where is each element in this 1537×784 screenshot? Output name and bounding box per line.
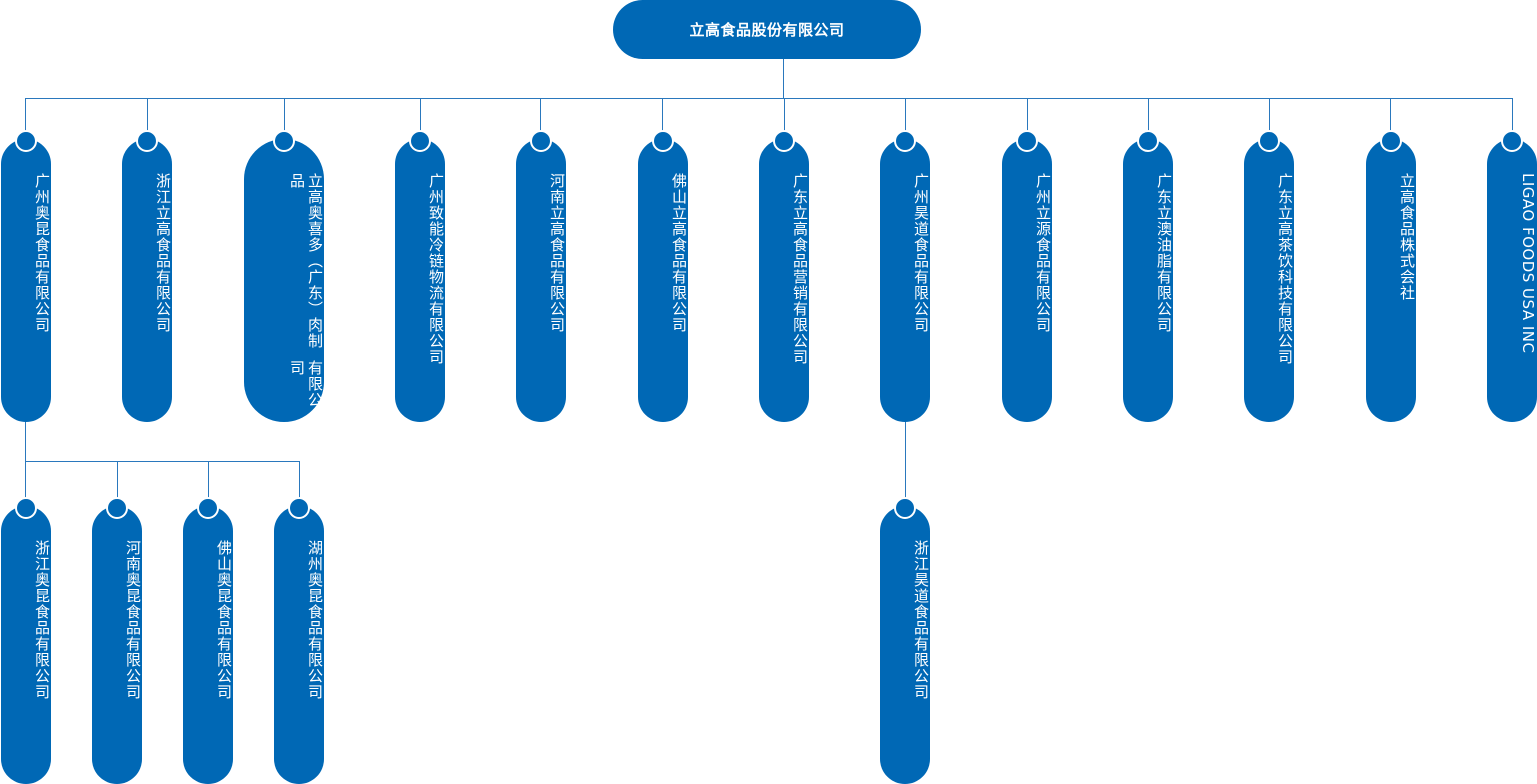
subsidiary-label: LIGAO FOODS USA INC	[1519, 173, 1537, 354]
subsidiary-node[interactable]: 广东立澳油脂有限公司	[1123, 130, 1173, 422]
connector-drop	[1148, 98, 1149, 140]
subsidiary-node[interactable]: 广州立源食品有限公司	[1002, 130, 1052, 422]
subsidiary-label: 广州致能冷链物流有限公司	[427, 173, 445, 365]
node-connector-dot	[1501, 130, 1523, 152]
subsidiary-label: 立高奥喜多（广东）肉制品 有限公司	[244, 173, 324, 422]
subsidiary-node[interactable]: 立高奥喜多（广东）肉制品 有限公司	[244, 130, 324, 422]
subsidiary-node[interactable]: 广州昊道食品有限公司	[880, 130, 930, 422]
subsidiary-node[interactable]: LIGAO FOODS USA INC	[1487, 130, 1537, 422]
connector-drop	[784, 98, 785, 140]
subsidiary-node[interactable]: 广州奥昆食品有限公司	[1, 130, 51, 422]
node-connector-dot	[894, 130, 916, 152]
sub-subsidiary-label: 河南奥昆食品有限公司	[124, 540, 142, 700]
connector-drop	[1390, 98, 1391, 140]
sub-subsidiary-label: 佛山奥昆食品有限公司	[215, 540, 233, 700]
connector-drop	[905, 98, 906, 140]
sub-subsidiary-node[interactable]: 浙江奥昆食品有限公司	[1, 497, 51, 784]
sub-subsidiary-node[interactable]: 佛山奥昆食品有限公司	[183, 497, 233, 784]
sub-subsidiary-node[interactable]: 浙江昊道食品有限公司	[880, 497, 930, 784]
node-connector-dot	[530, 130, 552, 152]
connector-aokun-down	[25, 420, 26, 506]
subsidiary-label: 广州昊道食品有限公司	[912, 173, 930, 333]
node-connector-dot	[1137, 130, 1159, 152]
subsidiary-node[interactable]: 河南立高食品有限公司	[516, 130, 566, 422]
connector-drop	[284, 98, 285, 140]
sub-subsidiary-label: 浙江昊道食品有限公司	[912, 540, 930, 700]
node-connector-dot	[197, 497, 219, 519]
subsidiary-label: 广州奥昆食品有限公司	[33, 173, 51, 333]
subsidiary-label: 广东立高茶饮科技有限公司	[1276, 173, 1294, 365]
root-company-node[interactable]: 立高食品股份有限公司	[613, 0, 921, 59]
sub-subsidiary-label: 湖州奥昆食品有限公司	[306, 540, 324, 700]
root-company-label: 立高食品股份有限公司	[689, 21, 845, 39]
sub-subsidiary-node[interactable]: 湖州奥昆食品有限公司	[274, 497, 324, 784]
node-connector-dot	[894, 497, 916, 519]
subsidiary-label-line: 有限公司	[288, 359, 324, 408]
connector-drop	[1269, 98, 1270, 140]
connector-drop	[25, 98, 26, 140]
connector-root-down	[783, 59, 784, 99]
subsidiary-label: 河南立高食品有限公司	[548, 173, 566, 333]
subsidiary-node[interactable]: 广州致能冷链物流有限公司	[395, 130, 445, 422]
connector-aokun-bus	[25, 461, 300, 462]
node-connector-dot	[1380, 130, 1402, 152]
connector-drop	[1027, 98, 1028, 140]
connector-drop	[540, 98, 541, 140]
subsidiary-label: 浙江立高食品有限公司	[154, 173, 172, 333]
node-connector-dot	[106, 497, 128, 519]
subsidiary-label: 广东立高食品营销有限公司	[791, 173, 809, 365]
sub-subsidiary-node[interactable]: 河南奥昆食品有限公司	[92, 497, 142, 784]
node-connector-dot	[15, 130, 37, 152]
subsidiary-node[interactable]: 浙江立高食品有限公司	[122, 130, 172, 422]
subsidiary-label-line: 立高奥喜多（广东）肉制品	[288, 173, 324, 349]
subsidiary-node[interactable]: 广东立高茶饮科技有限公司	[1244, 130, 1294, 422]
subsidiary-node[interactable]: 广东立高食品营销有限公司	[759, 130, 809, 422]
node-connector-dot	[409, 130, 431, 152]
connector-drop	[1512, 98, 1513, 140]
connector-drop	[117, 461, 118, 506]
subsidiary-label: 立高食品株式会社	[1398, 173, 1416, 301]
sub-subsidiary-label: 浙江奥昆食品有限公司	[33, 540, 51, 700]
node-connector-dot	[652, 130, 674, 152]
connector-drop	[662, 98, 663, 140]
subsidiary-label: 佛山立高食品有限公司	[670, 173, 688, 333]
connector-drop	[420, 98, 421, 140]
connector-drop	[147, 98, 148, 140]
node-connector-dot	[1258, 130, 1280, 152]
subsidiary-label: 广东立澳油脂有限公司	[1155, 173, 1173, 333]
node-connector-dot	[1016, 130, 1038, 152]
node-connector-dot	[15, 497, 37, 519]
node-connector-dot	[773, 130, 795, 152]
connector-main-bus	[25, 98, 1513, 99]
connector-drop	[208, 461, 209, 506]
node-connector-dot	[136, 130, 158, 152]
subsidiary-label: 广州立源食品有限公司	[1034, 173, 1052, 333]
subsidiary-node[interactable]: 佛山立高食品有限公司	[638, 130, 688, 422]
connector-drop	[299, 461, 300, 506]
node-connector-dot	[288, 497, 310, 519]
node-connector-dot	[273, 130, 295, 152]
subsidiary-node[interactable]: 立高食品株式会社	[1366, 130, 1416, 422]
connector-haodao-down	[905, 420, 906, 506]
